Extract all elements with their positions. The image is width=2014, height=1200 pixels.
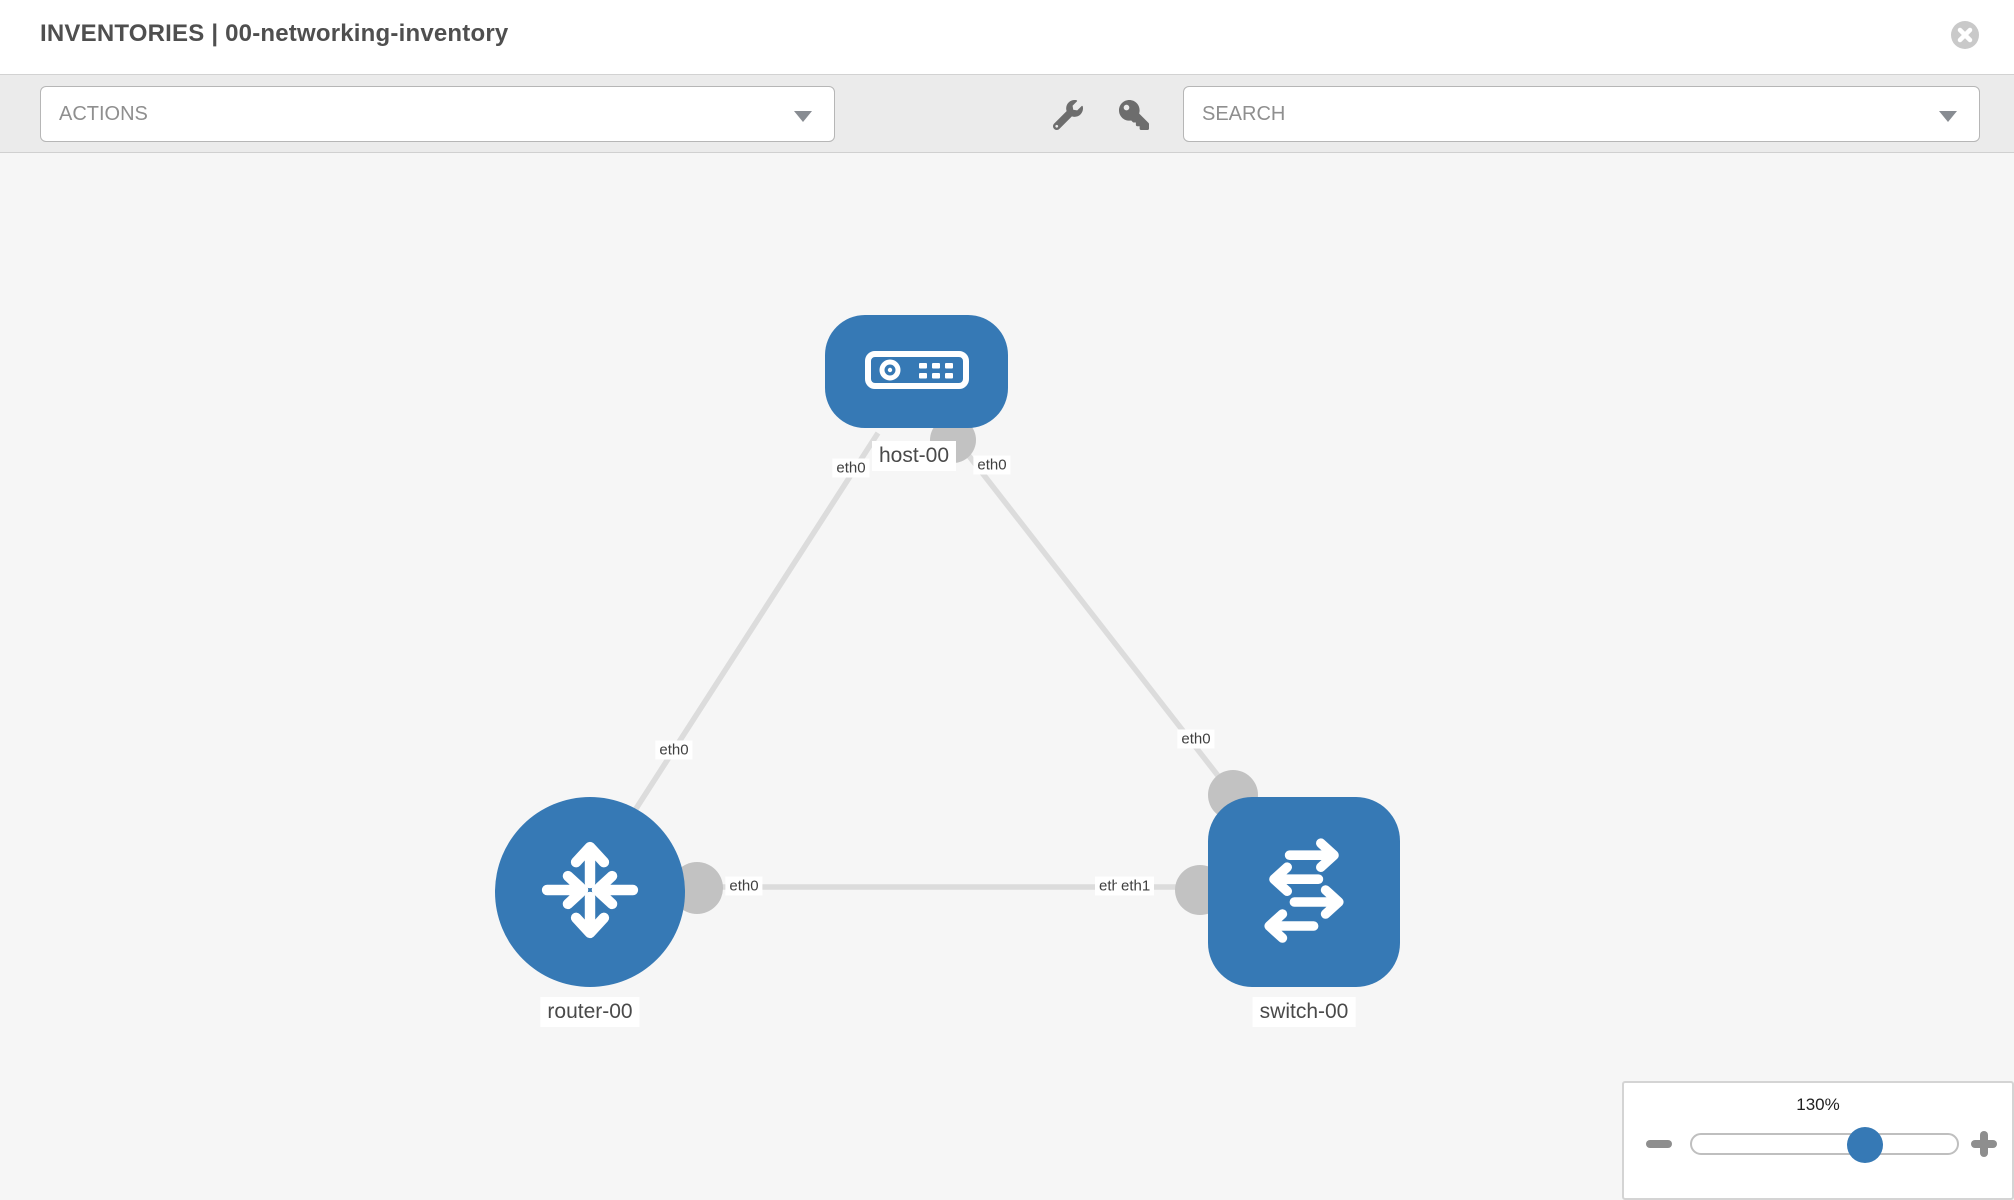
node-host-00[interactable] <box>825 315 1008 428</box>
node-label-router-00: router-00 <box>540 997 640 1027</box>
port-label-router-eth0: eth0 <box>725 876 763 896</box>
chevron-down-icon <box>794 111 812 122</box>
topology-edges-layer <box>627 417 1258 915</box>
wrench-icon <box>1048 100 1088 130</box>
key-button[interactable] <box>1114 97 1154 133</box>
node-label-host-00: host-00 <box>871 441 957 471</box>
port-label-host-eth0-left: eth0 <box>832 458 870 478</box>
edge-host-router <box>627 431 881 820</box>
zoom-slider-handle[interactable] <box>1847 1127 1883 1163</box>
node-switch-00[interactable] <box>1208 797 1400 987</box>
search-dropdown[interactable]: SEARCH <box>1183 86 1980 142</box>
actions-dropdown-label: ACTIONS <box>59 102 148 125</box>
zoom-slider-track[interactable] <box>1690 1133 1959 1155</box>
close-button[interactable] <box>1950 20 1980 50</box>
router-icon <box>532 832 648 953</box>
topology-canvas[interactable]: host-00 router-00 switch-00 eth0 eth0 et… <box>0 153 2014 1200</box>
toolbar: ACTIONS SEARCH <box>0 74 2014 153</box>
chevron-down-icon <box>1939 111 1957 122</box>
header: INVENTORIES | 00-networking-inventory <box>0 0 2014 74</box>
zoom-percent-value: 130% <box>1796 1095 1840 1114</box>
zoom-in-button[interactable] <box>1967 1127 2001 1161</box>
zoom-out-button[interactable] <box>1642 1127 1676 1161</box>
x-circle-icon <box>1950 21 1980 53</box>
host-icon <box>863 338 971 405</box>
port-label-router-eth0-uplink: eth0 <box>655 740 693 760</box>
page-title: INVENTORIES | 00-networking-inventory <box>40 20 509 47</box>
port-label-switch-eth1: eth1 <box>1117 876 1155 896</box>
minus-icon <box>1646 1140 1672 1148</box>
plus-icon <box>1980 1131 1988 1157</box>
node-router-00[interactable] <box>495 797 685 987</box>
actions-dropdown[interactable]: ACTIONS <box>40 86 835 142</box>
port-label-host-eth0-right: eth0 <box>973 455 1011 475</box>
node-label-switch-00: switch-00 <box>1252 997 1356 1027</box>
zoom-control-panel: 130% <box>1622 1081 2014 1200</box>
switch-icon <box>1244 830 1364 955</box>
configure-button[interactable] <box>1048 97 1088 133</box>
search-dropdown-label: SEARCH <box>1202 102 1286 125</box>
port-label-switch-eth0-uplink: eth0 <box>1177 729 1215 749</box>
key-icon <box>1114 100 1154 130</box>
